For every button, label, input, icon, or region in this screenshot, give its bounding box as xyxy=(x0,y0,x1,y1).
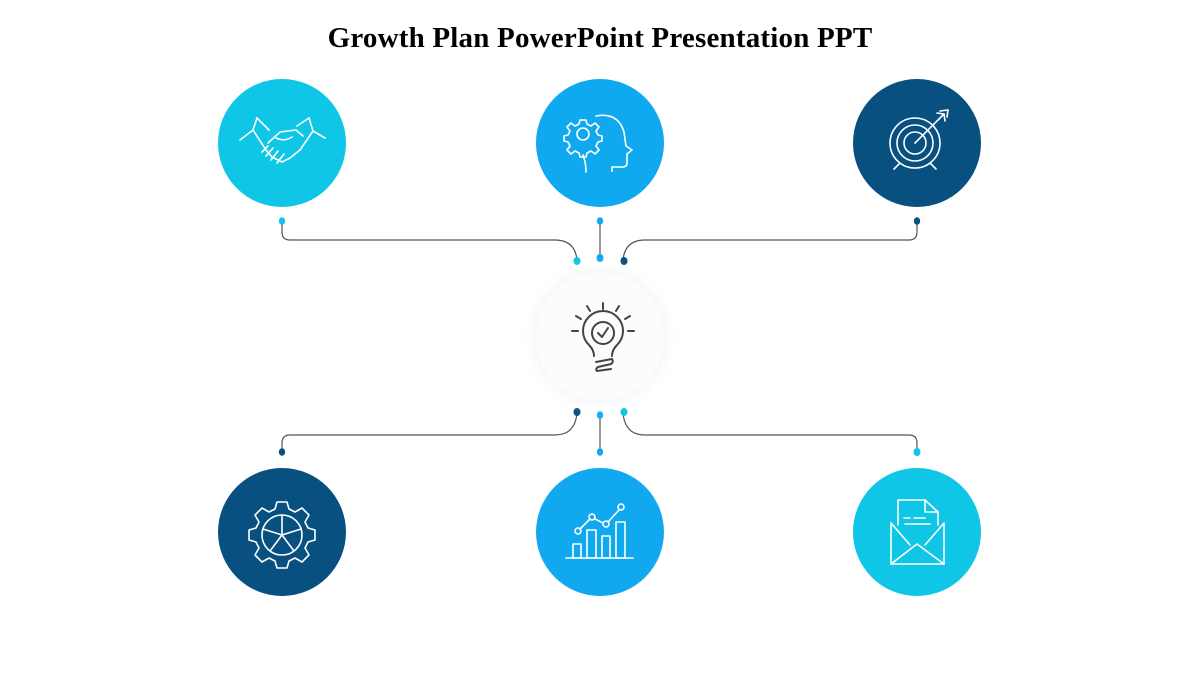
connector-top-right xyxy=(622,222,918,261)
handshake-icon xyxy=(239,117,326,164)
center-node xyxy=(532,269,668,405)
slide-title: Growth Plan PowerPoint Presentation PPT xyxy=(327,22,873,54)
dot xyxy=(620,408,628,416)
envelope-document-icon xyxy=(890,499,945,565)
dot xyxy=(913,448,921,456)
node-top-right xyxy=(853,79,981,207)
node-top-left xyxy=(218,79,346,207)
dot xyxy=(596,411,604,419)
dot xyxy=(620,257,628,265)
dot xyxy=(573,257,581,265)
dot xyxy=(596,254,604,262)
bar-chart-growth-icon xyxy=(565,503,634,559)
connectors-bottom xyxy=(281,412,918,452)
connector-dots-top xyxy=(278,217,921,265)
dot xyxy=(573,408,581,416)
head-gear-icon xyxy=(563,114,633,173)
node-bottom-left xyxy=(218,468,346,596)
connector-top-left xyxy=(281,222,578,261)
connector-bottom-left xyxy=(281,412,578,452)
dot xyxy=(913,217,921,225)
lightbulb-check-icon xyxy=(571,302,635,372)
dot xyxy=(278,217,286,225)
target-arrow-icon xyxy=(889,109,949,170)
node-top-middle xyxy=(536,79,664,207)
dot xyxy=(278,448,286,456)
dot xyxy=(596,448,604,456)
connector-bottom-right xyxy=(622,412,918,452)
connector-dots-bottom xyxy=(278,408,921,456)
gear-pie-icon xyxy=(248,501,316,569)
node-bottom-middle xyxy=(536,468,664,596)
connectors-top xyxy=(281,222,918,261)
node-bottom-right xyxy=(853,468,981,596)
dot xyxy=(596,217,604,225)
